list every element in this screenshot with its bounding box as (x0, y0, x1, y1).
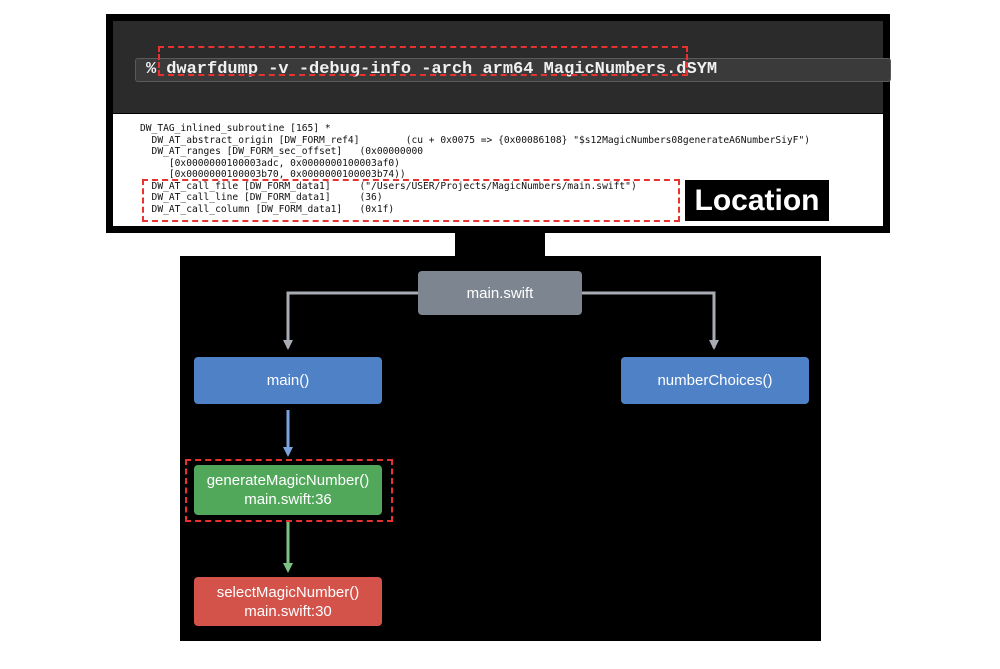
terminal-command-area: %dwarfdump -v -debug-info -arch arm64 Ma… (113, 21, 891, 113)
node-label: main() (266, 372, 310, 389)
node-function-name: selectMagicNumber() (216, 583, 360, 601)
dwarf-output-text: DW_TAG_inlined_subroutine [165] * DW_AT_… (140, 123, 810, 215)
node-main-swift[interactable]: main.swift (418, 271, 582, 315)
output-line: DW_AT_ranges [DW_FORM_sec_offset] (0x000… (140, 146, 424, 157)
output-line: DW_AT_call_column [DW_FORM_data1] (0x1f) (140, 203, 395, 215)
node-label: numberChoices() (657, 372, 773, 389)
node-source-location: main.swift:36 (244, 491, 332, 508)
output-line: DW_AT_call_file [DW_FORM_data1] ("/Users… (140, 180, 637, 192)
prompt-symbol: % (146, 60, 157, 79)
output-line: DW_AT_abstract_origin [DW_FORM_ref4] (cu… (140, 134, 811, 146)
command-highlight-box (158, 46, 688, 76)
location-highlight-box (142, 179, 680, 222)
terminal-window: %dwarfdump -v -debug-info -arch arm64 Ma… (106, 14, 891, 233)
output-line: DW_AT_call_line [DW_FORM_data1] (36) (140, 192, 383, 203)
node-function-name: generateMagicNumber() (206, 472, 370, 489)
node-source-location: main.swift:30 (244, 602, 332, 620)
node-number-choices[interactable]: numberChoices() (621, 357, 809, 404)
output-line: [0x0000000100003adc, 0x0000000100003af0) (140, 157, 400, 169)
node-generate-magic-number[interactable]: generateMagicNumber() main.swift:36 (194, 465, 382, 515)
terminal-output: DW_TAG_inlined_subroutine [165] * DW_AT_… (113, 114, 883, 226)
output-line: [0x0000000100003b70, 0x0000000100003b74)… (140, 169, 406, 180)
node-select-magic-number[interactable]: selectMagicNumber() main.swift:30 (194, 577, 382, 626)
node-main-function[interactable]: main() (194, 357, 382, 404)
output-line: DW_TAG_inlined_subroutine [165] * (140, 123, 331, 134)
inlined-call-highlight-box (185, 459, 393, 522)
node-label: main.swift (466, 284, 534, 302)
display-connector (455, 233, 545, 256)
location-callout: Location (685, 180, 829, 221)
